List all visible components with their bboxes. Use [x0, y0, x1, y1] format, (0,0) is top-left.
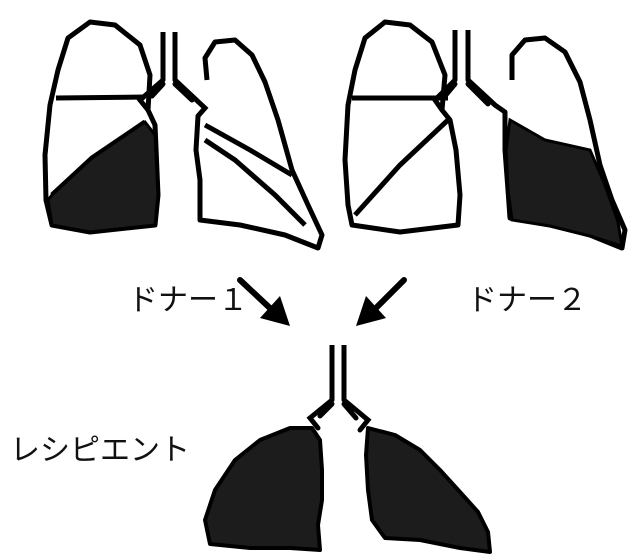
donor2-label: ドナー２ [467, 283, 587, 318]
donor2-lower-lobe-shaded [506, 120, 622, 246]
arrow-donor2-to-recipient [356, 280, 404, 326]
recipient-lungs [205, 345, 490, 552]
donor2-trachea [455, 30, 468, 80]
recipient-bronchi [310, 400, 368, 430]
donor2-lungs [345, 22, 625, 248]
recipient-label: レシピエント [10, 433, 190, 468]
donor1-label: ドナー１ [128, 283, 248, 318]
recipient-right-transplant-lobe [205, 428, 322, 550]
donor1-trachea [163, 32, 175, 80]
donor2-right-fissures [352, 98, 448, 215]
donor1-lungs [45, 22, 322, 248]
donor1-left-fissure [205, 125, 305, 225]
recipient-left-transplant-lobe [366, 428, 490, 552]
donor1-lower-lobe-shaded [48, 122, 158, 232]
recipient-trachea [332, 345, 344, 400]
